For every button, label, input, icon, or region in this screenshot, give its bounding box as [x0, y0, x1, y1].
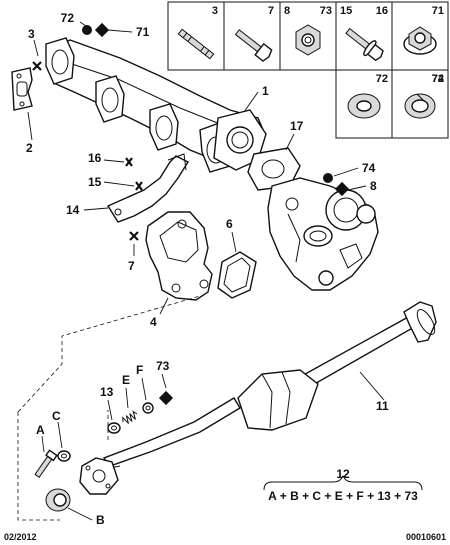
- nut-73-icon: [158, 390, 174, 406]
- cross-marker-icon: [125, 157, 133, 167]
- lower-fixings: A C B 13 E F: [17, 295, 201, 527]
- spring-e-icon: [122, 410, 138, 424]
- table-label-8: 8: [284, 5, 290, 17]
- washer-f-icon: [142, 402, 154, 414]
- washer-13-icon: [107, 422, 121, 434]
- flange-nut-icon: [403, 26, 437, 55]
- nut-c-icon: [57, 450, 71, 462]
- callout-16: 16: [88, 151, 102, 165]
- callout-11: 11: [376, 399, 389, 413]
- table-label-72: 72: [432, 73, 444, 85]
- legend-markers: 72 71 3: [28, 11, 150, 71]
- table-label-7: 7: [268, 5, 274, 17]
- callout-6: 6: [226, 217, 233, 231]
- diamond-marker-icon: [94, 22, 110, 38]
- cross-marker-icon: [129, 231, 139, 241]
- bolt-icon: [234, 29, 273, 62]
- washer-icon: [347, 93, 381, 119]
- callout-F: F: [136, 363, 143, 377]
- callout-C: C: [52, 409, 61, 423]
- parts-table: 3 7 8 73 15 16 71 72 74: [167, 1, 449, 139]
- callout-B: B: [96, 513, 105, 527]
- footer-ref: 00010601: [406, 532, 446, 542]
- callout-15: 15: [88, 175, 102, 189]
- cross-marker-icon: [135, 181, 143, 191]
- diamond-marker-icon: [334, 181, 350, 197]
- callout-71: 71: [136, 25, 150, 39]
- manifold-gasket: 2: [11, 67, 33, 155]
- kit-number: 12: [336, 467, 350, 481]
- table-label-72-pos: 72: [376, 73, 388, 85]
- callout-4: 4: [150, 315, 157, 329]
- turbocharger: 74 8: [267, 161, 379, 291]
- callout-1: 1: [262, 84, 269, 98]
- callout-8: 8: [370, 179, 377, 193]
- callout-17: 17: [290, 119, 304, 133]
- support-bracket: 16 15 14: [66, 151, 190, 223]
- table-label-16: 16: [376, 5, 388, 17]
- nut-icon: [295, 24, 321, 56]
- callout-14: 14: [66, 203, 80, 217]
- callout-13: 13: [100, 385, 114, 399]
- callout-73: 73: [156, 359, 170, 373]
- flange-bolt-icon: [345, 27, 384, 62]
- shield-gasket: 6: [217, 217, 257, 299]
- bolt-a-icon: [34, 449, 58, 478]
- table-label-15: 15: [340, 5, 352, 17]
- callout-72: 72: [61, 11, 75, 25]
- callout-A: A: [36, 423, 45, 437]
- kit-formula: 12 A + B + C + E + F + 13 + 73: [263, 467, 423, 503]
- dot-marker-icon: [82, 25, 92, 35]
- callout-2: 2: [26, 141, 33, 155]
- heat-shield: 7 4: [128, 211, 213, 329]
- seal-ring-b-icon: [45, 488, 71, 512]
- kit-formula-text: A + B + C + E + F + 13 + 73: [268, 489, 418, 503]
- table-label-3: 3: [212, 5, 218, 17]
- callout-7: 7: [128, 259, 135, 273]
- table-label-73: 73: [320, 5, 332, 17]
- exhaust-pipe-catalyst: 11: [79, 301, 437, 495]
- dot-marker-icon: [323, 173, 333, 183]
- callout-3: 3: [28, 27, 35, 41]
- turbo-gasket: 17: [247, 119, 304, 191]
- cross-marker-icon: [32, 61, 42, 71]
- callout-74: 74: [362, 161, 376, 175]
- callout-E: E: [122, 373, 130, 387]
- footer-date: 02/2012: [4, 532, 37, 542]
- table-label-74-pos: 74: [432, 73, 445, 85]
- stud-icon: [177, 28, 215, 60]
- spring-washer-icon: [404, 93, 436, 119]
- table-label-71: 71: [432, 5, 444, 17]
